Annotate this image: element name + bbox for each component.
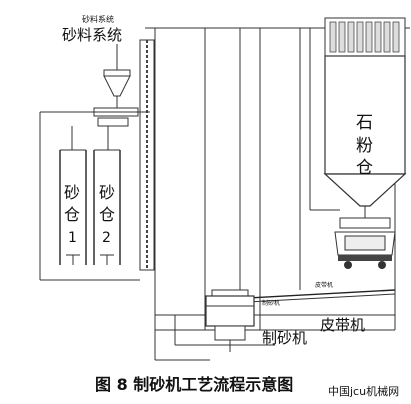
silo1-char-3: 1 — [68, 230, 77, 246]
belt-small-label: 皮带机 — [315, 281, 333, 289]
watermark-text: 中国jcu机械网 — [328, 384, 399, 398]
small-top-label: 砂料系统 — [82, 14, 114, 24]
belt-conveyor: 皮带机 — [247, 281, 396, 303]
silo2-char-3: 2 — [102, 230, 111, 246]
sand-maker-label: 制砂机 — [262, 329, 307, 347]
silo1-char-1: 砂 — [64, 183, 80, 202]
dust-pipe — [309, 28, 340, 211]
filter-bags — [329, 21, 400, 53]
powder-silo-char-1: 石 — [356, 113, 373, 133]
stone-powder-silo: 石 粉 仓 — [323, 17, 407, 218]
powder-silo-char-2: 粉 — [356, 136, 373, 156]
sand-making-machine: 制砂机 — [200, 289, 280, 352]
sand-maker-small-label: 制砂机 — [262, 299, 280, 307]
silo2-char-1: 砂 — [99, 183, 115, 202]
feed-hopper — [103, 44, 131, 108]
belt-conveyor-label: 皮带机 — [320, 316, 365, 334]
bulk-truck-icon — [334, 217, 396, 269]
sand-silo-1: 砂 仓 1 — [59, 126, 87, 265]
silo1-char-2: 仓 — [64, 205, 80, 224]
watermark: 中国jcu机械网 — [325, 383, 405, 399]
sand-system-label: 砂料系统 — [62, 26, 122, 44]
transfer-pipes — [39, 111, 140, 281]
powder-silo-char-3: 仓 — [356, 158, 373, 178]
floor-structure — [155, 314, 395, 361]
vibrating-screen — [64, 107, 150, 127]
silo2-char-2: 仓 — [99, 205, 115, 224]
bucket-elevator — [139, 39, 155, 271]
sand-silo-2: 砂 仓 2 — [93, 126, 121, 265]
figure-caption: 图 8 制砂机工艺流程示意图 — [95, 375, 293, 394]
